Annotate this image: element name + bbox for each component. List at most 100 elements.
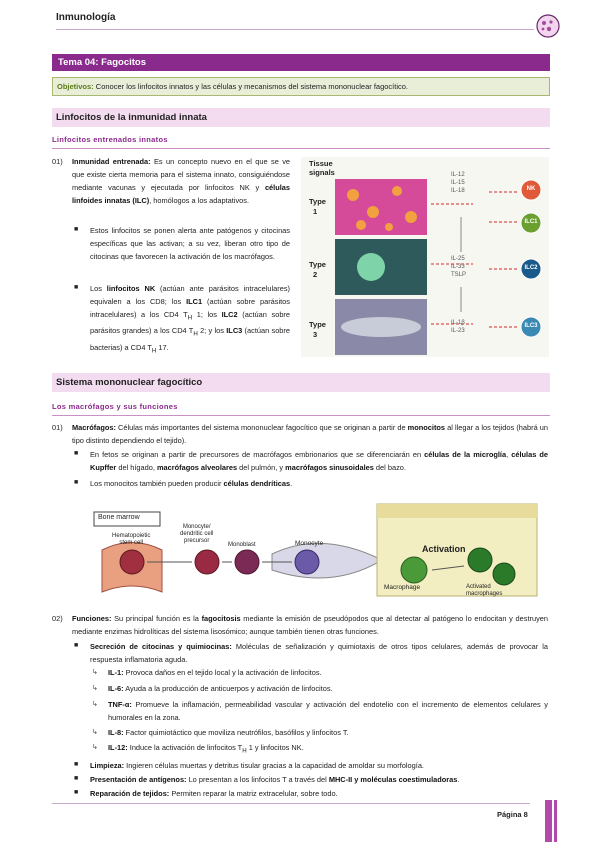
- bullet-cytokines: Secreción de citocinas y quimiocinas: Mo…: [90, 640, 548, 666]
- text: 1; los: [192, 310, 222, 319]
- text: Promueve la inflamación, permeabilidad v…: [108, 700, 548, 722]
- cytokine: IL-25: [451, 256, 465, 262]
- paragraph-trained-immunity: Inmunidad entrenada: Es un concepto nuev…: [72, 155, 290, 207]
- subscript: H: [151, 347, 157, 355]
- label-monocyte: Monocyte: [295, 540, 324, 547]
- term: Macrófagos:: [72, 423, 116, 432]
- fig-title: Tissue: [309, 159, 333, 168]
- subscript: H: [187, 314, 193, 322]
- text: , homólogos a los adaptativos.: [149, 196, 250, 205]
- label-precursor: Monocyte/ dendritic cell precursor: [180, 524, 213, 545]
- sub-arrow-icon: ↳: [92, 669, 98, 676]
- term: IL-8:: [108, 728, 124, 737]
- text: Es un concepto nuevo en el que se ve que…: [72, 157, 290, 192]
- term: células de Kupffer: [90, 450, 549, 472]
- text: (actúan sobre parásitos grandes) a los C…: [90, 310, 290, 336]
- term: linfocitos NK: [106, 284, 156, 293]
- fig-title: signals: [309, 168, 335, 177]
- text: ,: [506, 450, 512, 459]
- lineage-diagram: [93, 503, 538, 597]
- bullet-icon: ■: [74, 450, 79, 457]
- term: monocitos: [407, 423, 446, 432]
- text: 1 y linfocitos NK.: [246, 743, 304, 752]
- term: Secreción de citocinas y quimiocinas:: [90, 642, 232, 651]
- term-ilc: células linfoides innatas (ILC): [72, 183, 290, 205]
- cytokine: TSLP: [451, 272, 467, 278]
- footer-accent-bar: [545, 800, 552, 842]
- text: Hematopoietic: [112, 533, 151, 539]
- sub-item-il1: IL-1: Provoca daños en el tejido local y…: [108, 666, 548, 679]
- text: precursor: [184, 538, 210, 544]
- text: al llegar a los tejidos (habrá un tipo d…: [72, 423, 548, 445]
- text: Induce la activación de linfocitos T: [127, 743, 243, 752]
- sub-arrow-icon: ↳: [92, 685, 98, 692]
- term: macrófagos sinusoidales: [285, 463, 374, 472]
- cytokine: IL-33: [451, 264, 465, 270]
- text: Monocyte/: [182, 524, 211, 530]
- label-bone-marrow: Bone marrow: [98, 514, 140, 521]
- term: células dendríticas: [223, 479, 291, 488]
- bullet-text-dendritic: Los monocitos también pueden producir cé…: [90, 477, 548, 490]
- term: MHC-II y moléculas coestimuladoras: [328, 775, 458, 784]
- item-number: 01): [52, 423, 63, 432]
- cytokine: IL-1β: [451, 320, 465, 326]
- cytokines-type2: IL-25 IL-33 TSLP: [451, 255, 466, 279]
- virus-logo-icon: [536, 14, 560, 38]
- term: Limpieza:: [90, 761, 125, 770]
- text: (actúan ante parásitos intracelulares) e…: [90, 284, 290, 306]
- label-monoblast: Monoblast: [228, 542, 256, 548]
- subsection-macrophages: Los macrófagos y sus funciones: [52, 402, 178, 411]
- subsection-divider: [52, 415, 550, 416]
- text: Moléculas de señalización y quimiotaxis …: [90, 642, 549, 664]
- term: ILC1: [186, 297, 203, 306]
- text: Los: [90, 284, 107, 293]
- text: Factor quimiotáctico que moviliza neutró…: [123, 728, 349, 737]
- text: mediante la emisión de pseudópodos que a…: [72, 614, 548, 636]
- text: Ingieren células muertas y detritus tisu…: [124, 761, 424, 770]
- sub-arrow-icon: ↳: [92, 729, 98, 736]
- header-title: Inmunología: [56, 12, 116, 23]
- cell-ilc3: ILC3: [524, 323, 538, 329]
- objectives-box: Objetivos: Conocer los linfocitos innato…: [52, 77, 550, 96]
- bullet-repair: Reparación de tejidos: Permiten reparar …: [90, 787, 548, 800]
- text: En fetos se originan a partir de precurs…: [90, 450, 425, 459]
- term: Funciones:: [72, 614, 112, 623]
- subscript: H: [193, 330, 198, 338]
- cytokine: IL-23: [451, 328, 465, 334]
- type-number: 1: [313, 207, 318, 216]
- bullet-icon: ■: [74, 775, 79, 782]
- text: 17.: [156, 342, 169, 352]
- sub-item-il8: IL-8: Factor quimiotáctico que moviliza …: [108, 726, 548, 739]
- cell-nk: NK: [526, 186, 536, 192]
- item-number: 01): [52, 157, 63, 166]
- type-label: Type: [309, 260, 326, 269]
- type-label: Type: [309, 320, 326, 329]
- text: 2; y los: [197, 326, 227, 336]
- sub-item-tnf: TNF-α: Promueve la inflamación, permeabi…: [108, 698, 548, 724]
- text: Ayuda a la producción de anticuerpos y a…: [123, 684, 333, 693]
- text: macrophages: [466, 591, 503, 597]
- term: Presentación de antígenos:: [90, 775, 187, 784]
- section-title-mononuclear: Sistema mononuclear fagocítico: [52, 373, 550, 392]
- label-macrophage: Macrophage: [384, 584, 421, 591]
- cytokine: IL-12: [451, 172, 465, 178]
- subsection-divider: [52, 148, 550, 149]
- term: IL-6:: [108, 684, 124, 693]
- bullet-icon: ■: [74, 226, 79, 233]
- cytokine: IL-15: [451, 180, 465, 186]
- term: macrófagos alveolares: [156, 463, 238, 472]
- text: Células más importantes del sistema mono…: [115, 423, 408, 432]
- bullet-icon: ■: [74, 761, 79, 768]
- type-number: 2: [313, 270, 318, 279]
- footer-divider: [52, 803, 530, 804]
- term: TNF-α:: [108, 700, 132, 709]
- cell-ilc2: ILC2: [524, 265, 538, 271]
- sub-arrow-icon: ↳: [92, 744, 98, 751]
- objectives-label: Objetivos:: [57, 82, 94, 91]
- term: ILC2: [221, 310, 238, 319]
- text: (actúan sobre parásitos intracelulares) …: [90, 297, 290, 319]
- cytokines-type3: IL-1β IL-23: [451, 319, 465, 335]
- text: Lo presentan a los linfocitos T a través…: [186, 775, 329, 784]
- label-activated: Activated macrophages: [466, 584, 502, 598]
- item-number: 02): [52, 614, 63, 623]
